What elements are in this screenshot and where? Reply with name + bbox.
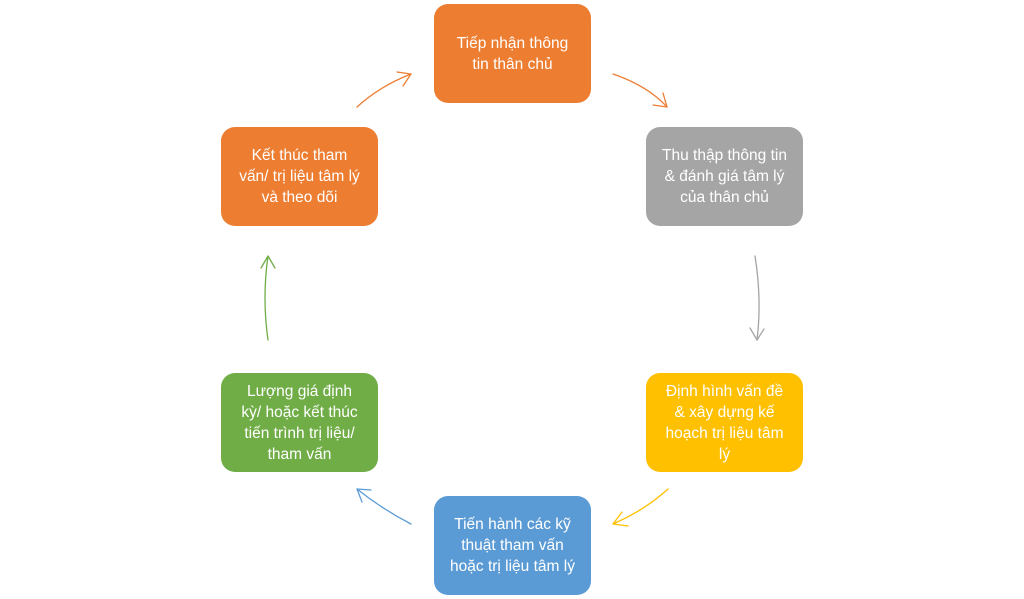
arrow-head-step1-to-step2 [652,92,668,108]
step-end-and-follow-up: Kết thúc tham vấn/ trị liệu tâm lý và th… [221,127,378,226]
step-label: Định hình vấn đề & xây dựng kế hoạch trị… [665,382,784,463]
step-formulate-and-plan: Định hình vấn đề & xây dựng kế hoạch trị… [646,373,803,472]
arrow-head-step4-to-step5 [356,488,372,503]
step-label: Tiến hành các kỹ thuật tham vấn hoặc trị… [450,516,575,575]
arrow-head-step5-to-step6 [260,255,276,269]
arrow-step1-to-step2 [612,73,668,108]
step-periodic-evaluation: Lượng giá định kỳ/ hoặc kết thúc tiến tr… [221,373,378,472]
arrow-step2-to-step3 [754,255,760,341]
step-conduct-techniques: Tiến hành các kỹ thuật tham vấn hoặc trị… [434,496,591,595]
arrow-head-step2-to-step3 [749,327,765,341]
arrow-step6-to-step1 [356,73,412,108]
step-receive-client-info: Tiếp nhận thông tin thân chủ [434,4,591,103]
step-label: Thu thập thông tin & đánh giá tâm lý của… [662,147,787,206]
arrow-step5-to-step6 [264,255,269,341]
arrow-head-step3-to-step4 [612,511,629,527]
step-collect-and-assess: Thu thập thông tin & đánh giá tâm lý của… [646,127,803,226]
step-label: Tiếp nhận thông tin thân chủ [456,34,569,73]
step-label: Lượng giá định kỳ/ hoặc kết thúc tiến tr… [241,382,358,463]
step-label: Kết thúc tham vấn/ trị liệu tâm lý và th… [239,147,360,206]
arrow-step4-to-step5 [356,488,412,525]
arrow-step3-to-step4 [612,488,669,525]
arrow-head-step6-to-step1 [396,71,412,87]
